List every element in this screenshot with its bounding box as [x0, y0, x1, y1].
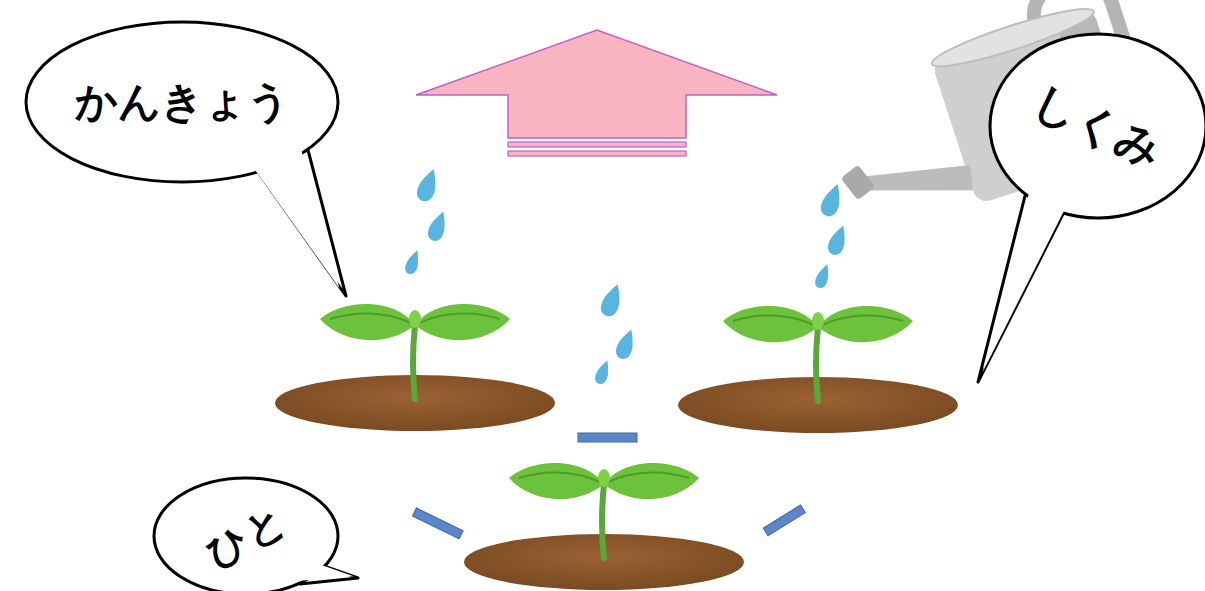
bubble-outline — [20, 10, 355, 302]
speech-bubble: しくみ — [972, 28, 1205, 390]
water-drops — [403, 166, 850, 386]
sprouts — [275, 304, 958, 590]
bubble-outline — [972, 28, 1205, 390]
speech-bubble: ひと — [150, 466, 366, 591]
speech-bubble: かんきょう — [20, 10, 355, 302]
bubble-label: かんきょう — [75, 81, 290, 123]
up-arrow — [416, 30, 777, 156]
highlight-dashes — [412, 433, 805, 539]
